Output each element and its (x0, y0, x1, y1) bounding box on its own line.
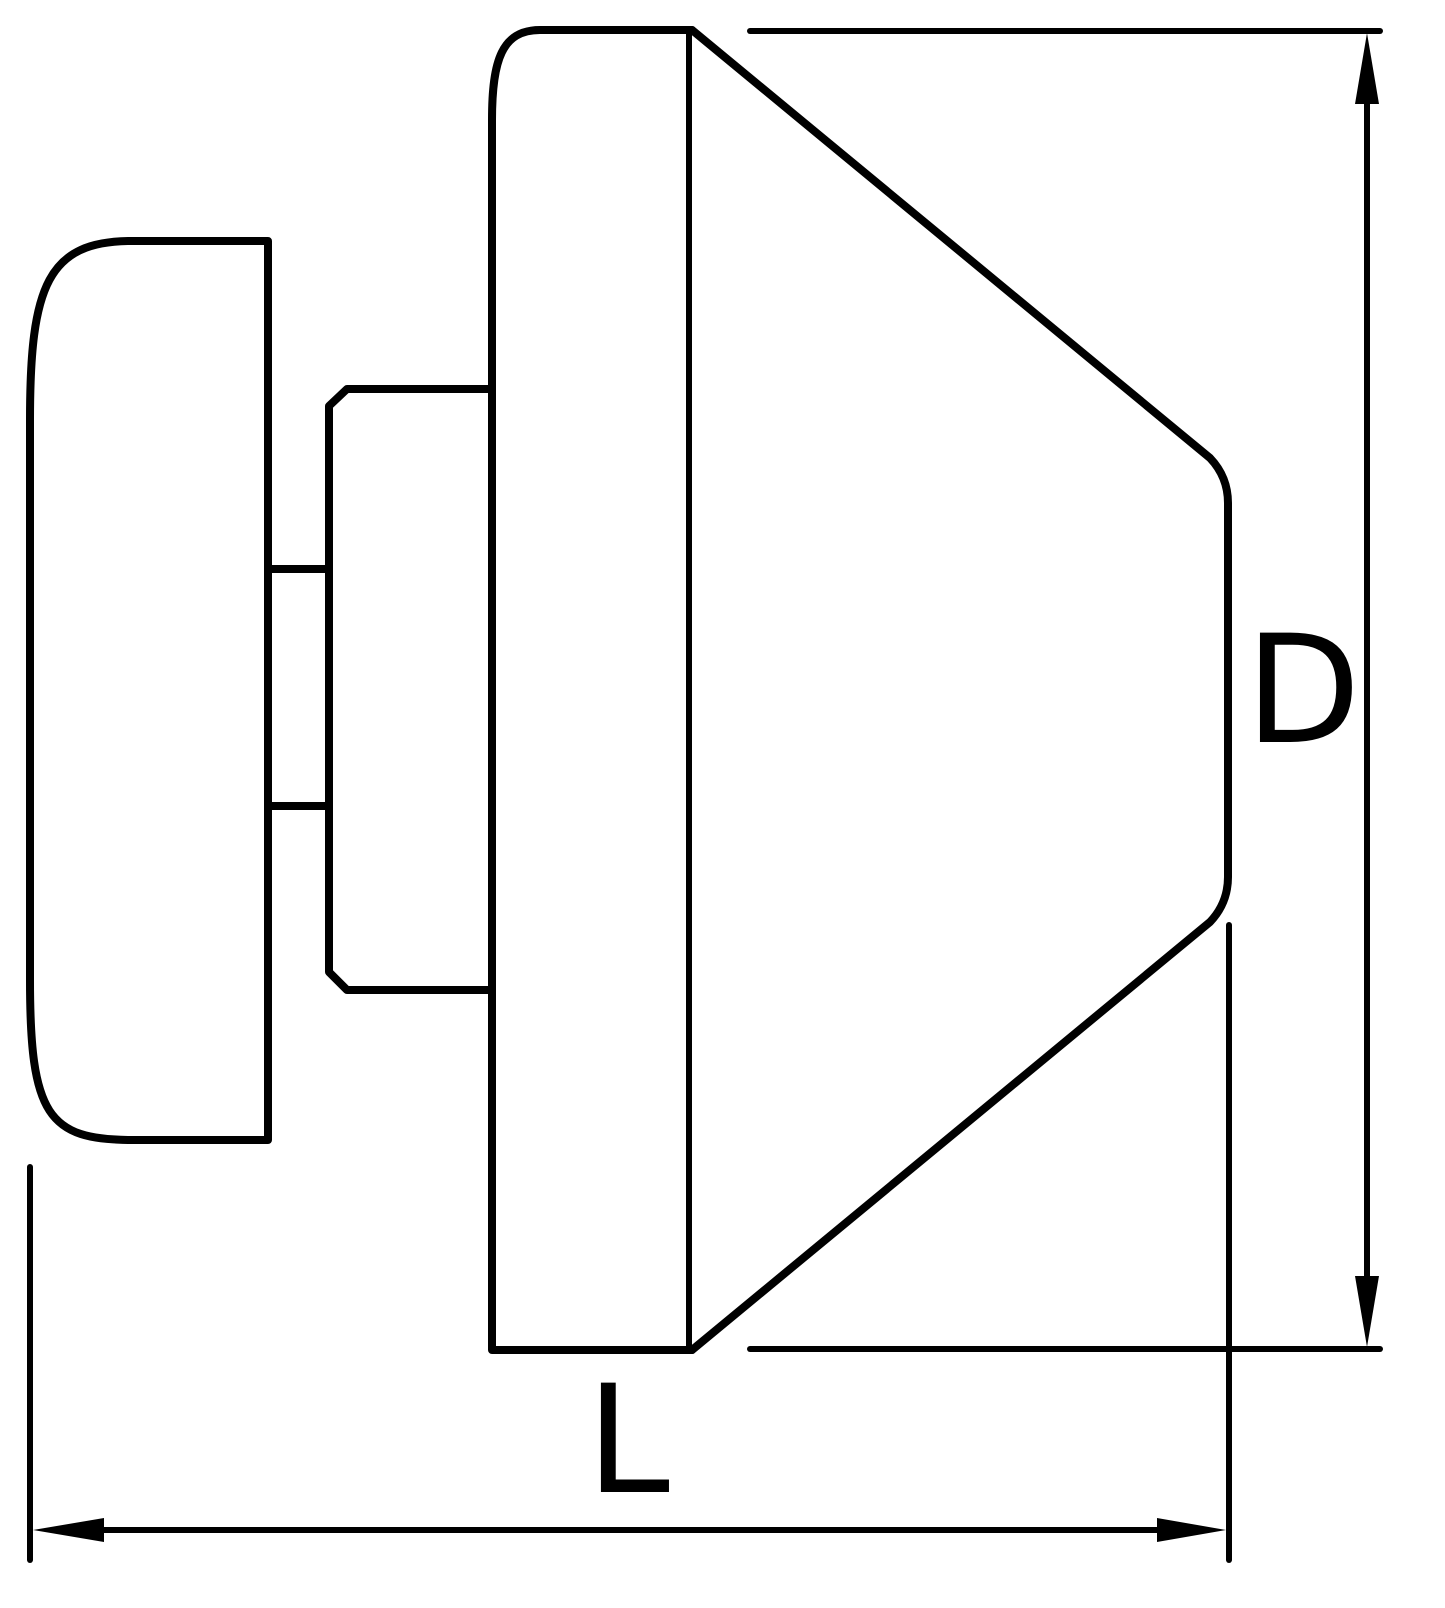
cone-tip (688, 26, 1232, 1354)
dimension-d: D (1245, 33, 1379, 1347)
dimension-l: L (33, 1354, 1226, 1542)
arrowhead-l-right (1157, 1518, 1226, 1542)
connecting-shaft (264, 565, 333, 810)
arrowhead-d-top (1355, 33, 1379, 104)
arrowhead-l-left (33, 1518, 104, 1542)
dimension-label-d: D (1245, 604, 1361, 778)
flange-disc (488, 26, 696, 1354)
dimension-label-l: L (586, 1354, 670, 1528)
neck-collar (325, 385, 493, 994)
knob-body (26, 237, 272, 1144)
arrowhead-d-bottom (1355, 1276, 1379, 1347)
